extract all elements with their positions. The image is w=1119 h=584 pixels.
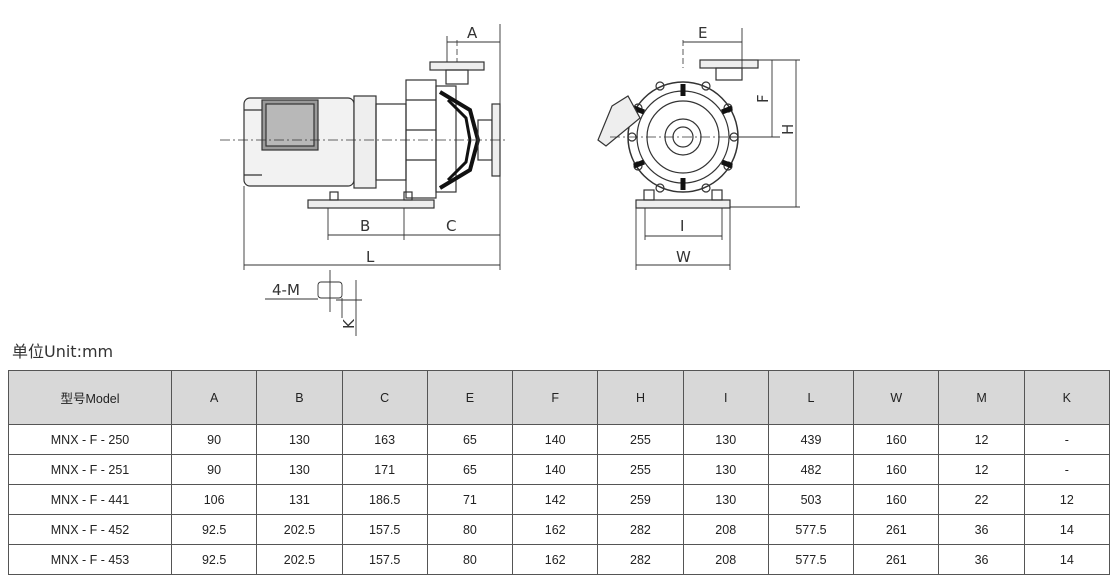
table-row: MNX - F - 441 106 131 186.5 71 142 259 1… bbox=[8, 484, 1111, 515]
cell: 162 bbox=[512, 544, 599, 575]
table-row: MNX - F - 452 92.5 202.5 157.5 80 162 28… bbox=[8, 514, 1111, 545]
cell: - bbox=[1023, 424, 1111, 455]
header-a: A bbox=[170, 370, 258, 425]
cell: 140 bbox=[512, 424, 599, 455]
pump-front-view bbox=[597, 40, 759, 209]
cell: 160 bbox=[853, 454, 940, 485]
cell: - bbox=[1023, 454, 1111, 485]
cell: 131 bbox=[256, 484, 343, 515]
side-dimensions bbox=[243, 24, 501, 336]
cell: 255 bbox=[597, 424, 684, 455]
cell: 130 bbox=[682, 424, 769, 455]
dim-label-i: I bbox=[680, 217, 684, 235]
cell: 12 bbox=[1023, 484, 1111, 515]
header-b: B bbox=[256, 370, 343, 425]
cell: 130 bbox=[682, 454, 769, 485]
side-dimension-labels: A B C L 4-M K bbox=[272, 24, 478, 329]
cell: 90 bbox=[170, 424, 258, 455]
cell: 261 bbox=[853, 544, 940, 575]
front-dimensions bbox=[635, 28, 800, 270]
cell: 202.5 bbox=[256, 514, 343, 545]
cell: 157.5 bbox=[341, 514, 428, 545]
cell: 12 bbox=[938, 424, 1025, 455]
cell: 482 bbox=[767, 454, 855, 485]
cell: 439 bbox=[767, 424, 855, 455]
cell: MNX - F - 441 bbox=[8, 484, 172, 515]
pump-side-view bbox=[220, 40, 506, 209]
cell: 142 bbox=[512, 484, 599, 515]
dim-label-a: A bbox=[467, 24, 478, 42]
cell: 282 bbox=[597, 544, 684, 575]
header-m: M bbox=[938, 370, 1025, 425]
cell: 160 bbox=[853, 484, 940, 515]
cell: 106 bbox=[170, 484, 258, 515]
cell: MNX - F - 251 bbox=[8, 454, 172, 485]
cell: 186.5 bbox=[341, 484, 428, 515]
dim-label-b: B bbox=[360, 217, 370, 235]
cell: 130 bbox=[256, 424, 343, 455]
header-k: K bbox=[1023, 370, 1111, 425]
cell: 130 bbox=[682, 484, 769, 515]
cell: 160 bbox=[853, 424, 940, 455]
cell: MNX - F - 453 bbox=[8, 544, 172, 575]
cell: 202.5 bbox=[256, 544, 343, 575]
header-w: W bbox=[853, 370, 940, 425]
pump-dimension-drawing: A B C L 4-M K bbox=[220, 24, 800, 336]
cell: 208 bbox=[682, 514, 769, 545]
dim-label-m: 4-M bbox=[272, 281, 300, 299]
cell: 503 bbox=[767, 484, 855, 515]
cell: 14 bbox=[1023, 544, 1111, 575]
specification-table: 型号Model A B C E F H I L W M K MNX - F - … bbox=[8, 370, 1111, 575]
cell: 90 bbox=[170, 454, 258, 485]
cell: 36 bbox=[938, 514, 1025, 545]
cell: 65 bbox=[426, 424, 514, 455]
cell: 171 bbox=[341, 454, 428, 485]
cell: 80 bbox=[426, 514, 514, 545]
table-row: MNX - F - 453 92.5 202.5 157.5 80 162 28… bbox=[8, 544, 1111, 575]
cell: 255 bbox=[597, 454, 684, 485]
cell: 163 bbox=[341, 424, 428, 455]
header-h: H bbox=[597, 370, 684, 425]
cell: 92.5 bbox=[170, 544, 258, 575]
header-i: I bbox=[682, 370, 769, 425]
unit-caption: 单位Unit:mm bbox=[12, 342, 114, 361]
cell: 22 bbox=[938, 484, 1025, 515]
cell: 282 bbox=[597, 514, 684, 545]
header-model: 型号Model bbox=[8, 370, 172, 425]
header-l: L bbox=[767, 370, 855, 425]
dim-label-h: H bbox=[779, 124, 797, 135]
cell: 14 bbox=[1023, 514, 1111, 545]
dim-label-l: L bbox=[366, 248, 375, 266]
dim-label-e: E bbox=[698, 24, 707, 42]
table-row: MNX - F - 250 90 130 163 65 140 255 130 … bbox=[8, 424, 1111, 455]
header-e: E bbox=[426, 370, 514, 425]
header-f: F bbox=[512, 370, 599, 425]
table-header-row: 型号Model A B C E F H I L W M K bbox=[8, 370, 1111, 425]
cell: 80 bbox=[426, 544, 514, 575]
table-row: MNX - F - 251 90 130 171 65 140 255 130 … bbox=[8, 454, 1111, 485]
cell: 65 bbox=[426, 454, 514, 485]
cell: 162 bbox=[512, 514, 599, 545]
cell: 577.5 bbox=[767, 544, 855, 575]
front-dimension-labels: E F H I W bbox=[676, 24, 797, 266]
header-c: C bbox=[341, 370, 428, 425]
cell: MNX - F - 250 bbox=[8, 424, 172, 455]
cell: 208 bbox=[682, 544, 769, 575]
cell: 130 bbox=[256, 454, 343, 485]
dim-label-c: C bbox=[446, 217, 456, 235]
cell: 259 bbox=[597, 484, 684, 515]
cell: 12 bbox=[938, 454, 1025, 485]
cell: 157.5 bbox=[341, 544, 428, 575]
dim-label-w: W bbox=[676, 248, 691, 266]
cell: MNX - F - 452 bbox=[8, 514, 172, 545]
cell: 577.5 bbox=[767, 514, 855, 545]
dim-label-f: F bbox=[754, 94, 772, 103]
cell: 140 bbox=[512, 454, 599, 485]
cell: 71 bbox=[426, 484, 514, 515]
cell: 92.5 bbox=[170, 514, 258, 545]
dim-label-k: K bbox=[340, 318, 358, 329]
cell: 261 bbox=[853, 514, 940, 545]
cell: 36 bbox=[938, 544, 1025, 575]
